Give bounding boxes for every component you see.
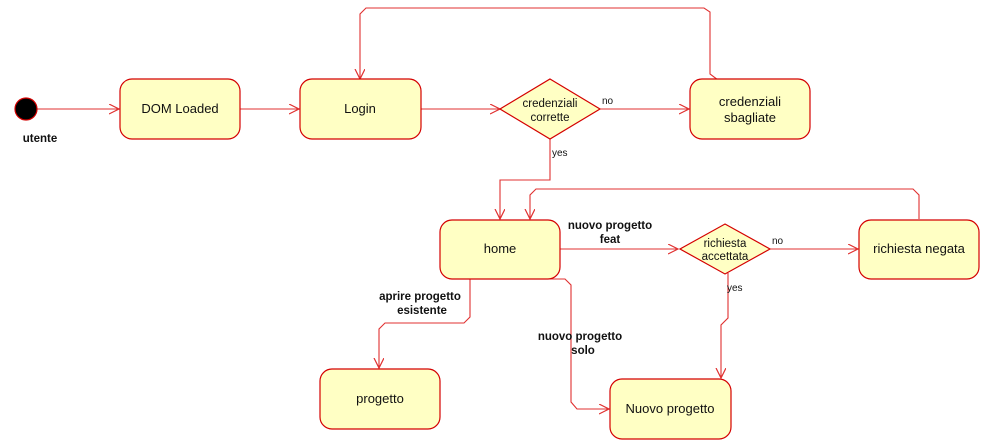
state-richiesta-negata-label: richiesta negata [873, 241, 966, 256]
edge-home-to-nuovo-progetto [545, 278, 609, 409]
decision-richiesta-accettata-line2: accettata [702, 251, 749, 263]
decision-credenziali-corrette-line1: credenziali [523, 98, 578, 110]
decision-richiesta-accettata-line1: richiesta [704, 238, 747, 250]
state-nuovo-progetto: Nuovo progetto [609, 378, 732, 440]
transition-nuovo-progetto-solo-line1: nuovo progetto [538, 331, 622, 343]
state-progetto: progetto [319, 368, 441, 430]
state-credenziali-sbagliate: credenziali sbagliate [689, 78, 811, 140]
state-dom-loaded: DOM Loaded [119, 78, 241, 140]
guard-no-credenziali: no [602, 96, 614, 107]
state-credenziali-sbagliate-label-line1: credenziali [719, 94, 781, 109]
decision-credenziali-corrette-line2: corrette [531, 112, 570, 124]
state-login-label: Login [344, 101, 376, 116]
edge-credenziali-sbagliate-back-to-login [360, 7, 719, 81]
edge-home-to-progetto [379, 279, 471, 368]
state-credenziali-sbagliate-label-line2: sbagliate [724, 110, 776, 125]
state-login: Login [299, 78, 422, 140]
edge-decision-yes-to-home [500, 139, 551, 219]
transition-aprire-progetto-line2: esistente [397, 305, 447, 317]
state-richiesta-negata: richiesta negata [858, 219, 980, 280]
guard-no-richiesta: no [772, 236, 784, 247]
guard-yes-credenziali: yes [552, 148, 568, 159]
edge-richiesta-negata-back-to-home [530, 188, 920, 219]
edge-decision-yes-to-nuovo-progetto [721, 273, 729, 378]
transition-nuovo-progetto-feat-line2: feat [600, 234, 621, 246]
transition-nuovo-progetto-solo-line2: solo [571, 345, 595, 357]
state-home-label: home [484, 241, 517, 256]
transitions [37, 7, 920, 409]
guard-yes-richiesta: yes [727, 283, 743, 294]
state-dom-loaded-label: DOM Loaded [141, 101, 218, 116]
state-progetto-label: progetto [356, 391, 404, 406]
decision-credenziali-corrette: credenziali corrette [498, 78, 602, 140]
decision-richiesta-accettata: richiesta accettata [678, 223, 772, 275]
state-nuovo-progetto-label: Nuovo progetto [626, 401, 715, 416]
state-home: home [439, 219, 561, 280]
initial-node-label: utente [23, 133, 58, 145]
transition-aprire-progetto-line1: aprire progetto [379, 291, 461, 303]
initial-node [14, 97, 38, 121]
transition-nuovo-progetto-feat-line1: nuovo progetto [568, 220, 652, 232]
